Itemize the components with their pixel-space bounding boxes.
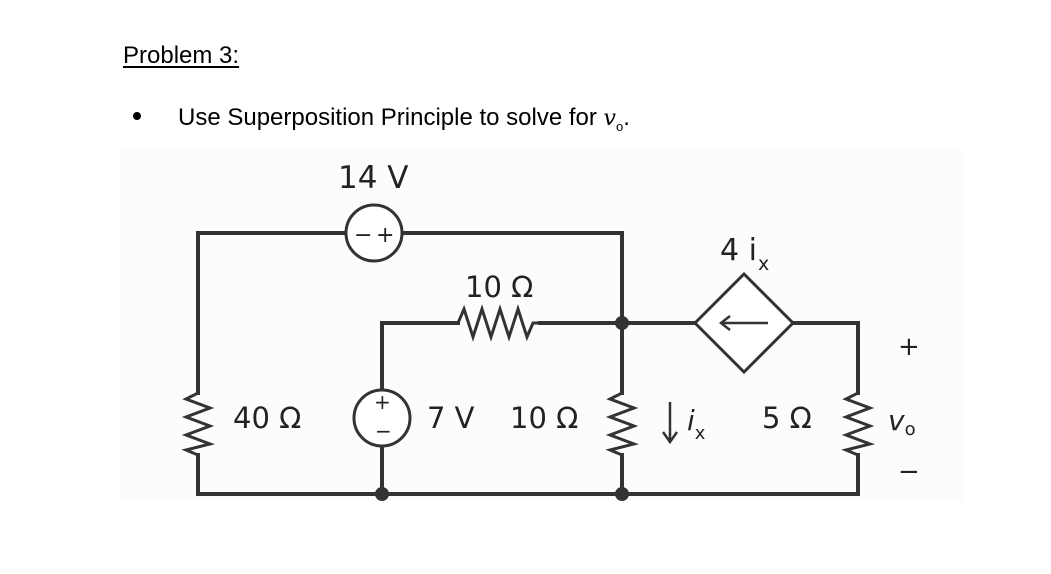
resistor-10ohm-vertical	[605, 391, 640, 457]
arrow-left-icon	[718, 315, 768, 331]
dependent-source-label: 4 ix	[720, 233, 769, 275]
resistor-5ohm-label: 5 Ω	[762, 401, 812, 435]
bullet-icon	[133, 112, 141, 120]
instruction-prefix: Use Superposition Principle to solve for	[178, 104, 604, 131]
circuit-figure: − + 14 V + − 7 V 4 ix 10 Ω 40 Ω 10 Ω 5 Ω…	[120, 150, 965, 502]
resistor-10ohm-top	[456, 304, 540, 342]
source-7v-minus: −	[375, 419, 392, 443]
source-7v-plus: +	[374, 390, 391, 414]
vo-plus-label: +	[898, 332, 920, 362]
voltage-source-14v	[344, 203, 404, 263]
vo-label: vo	[888, 404, 916, 440]
voltage-source-7v	[352, 388, 412, 448]
resistor-10ohm-top-label: 10 Ω	[465, 270, 533, 304]
resistor-40ohm-label: 40 Ω	[233, 401, 301, 435]
wire-top-left	[196, 231, 347, 395]
wire-top-right	[401, 231, 624, 325]
source-7v-label: 7 V	[427, 401, 475, 435]
instruction-text: Use Superposition Principle to solve for…	[178, 104, 630, 134]
source-14v-label: 14 V	[338, 160, 409, 196]
resistor-40ohm	[181, 391, 216, 457]
source-14v-minus: −	[354, 223, 372, 248]
resistor-5ohm	[841, 391, 876, 457]
instruction-subscript: o	[615, 118, 624, 134]
wire-dep-right	[791, 321, 860, 395]
problem-heading: Problem 3:	[123, 42, 240, 69]
instruction-variable: v	[603, 106, 616, 131]
wire-upper-branch	[380, 321, 460, 392]
node-bottom-center	[615, 487, 629, 501]
node-bottom-left	[375, 487, 389, 501]
current-ix-label: ix	[687, 404, 706, 444]
source-14v-plus: +	[376, 223, 394, 248]
wire-left-bottom	[196, 453, 860, 496]
node-top-center	[615, 316, 629, 330]
circuit-diagram: − + 14 V + − 7 V 4 ix 10 Ω 40 Ω 10 Ω 5 Ω…	[181, 160, 920, 501]
resistor-10ohm-vertical-label: 10 Ω	[510, 401, 578, 435]
arrow-down-icon	[661, 402, 679, 445]
vo-minus-label: −	[898, 457, 920, 487]
instruction-period: .	[623, 104, 630, 131]
